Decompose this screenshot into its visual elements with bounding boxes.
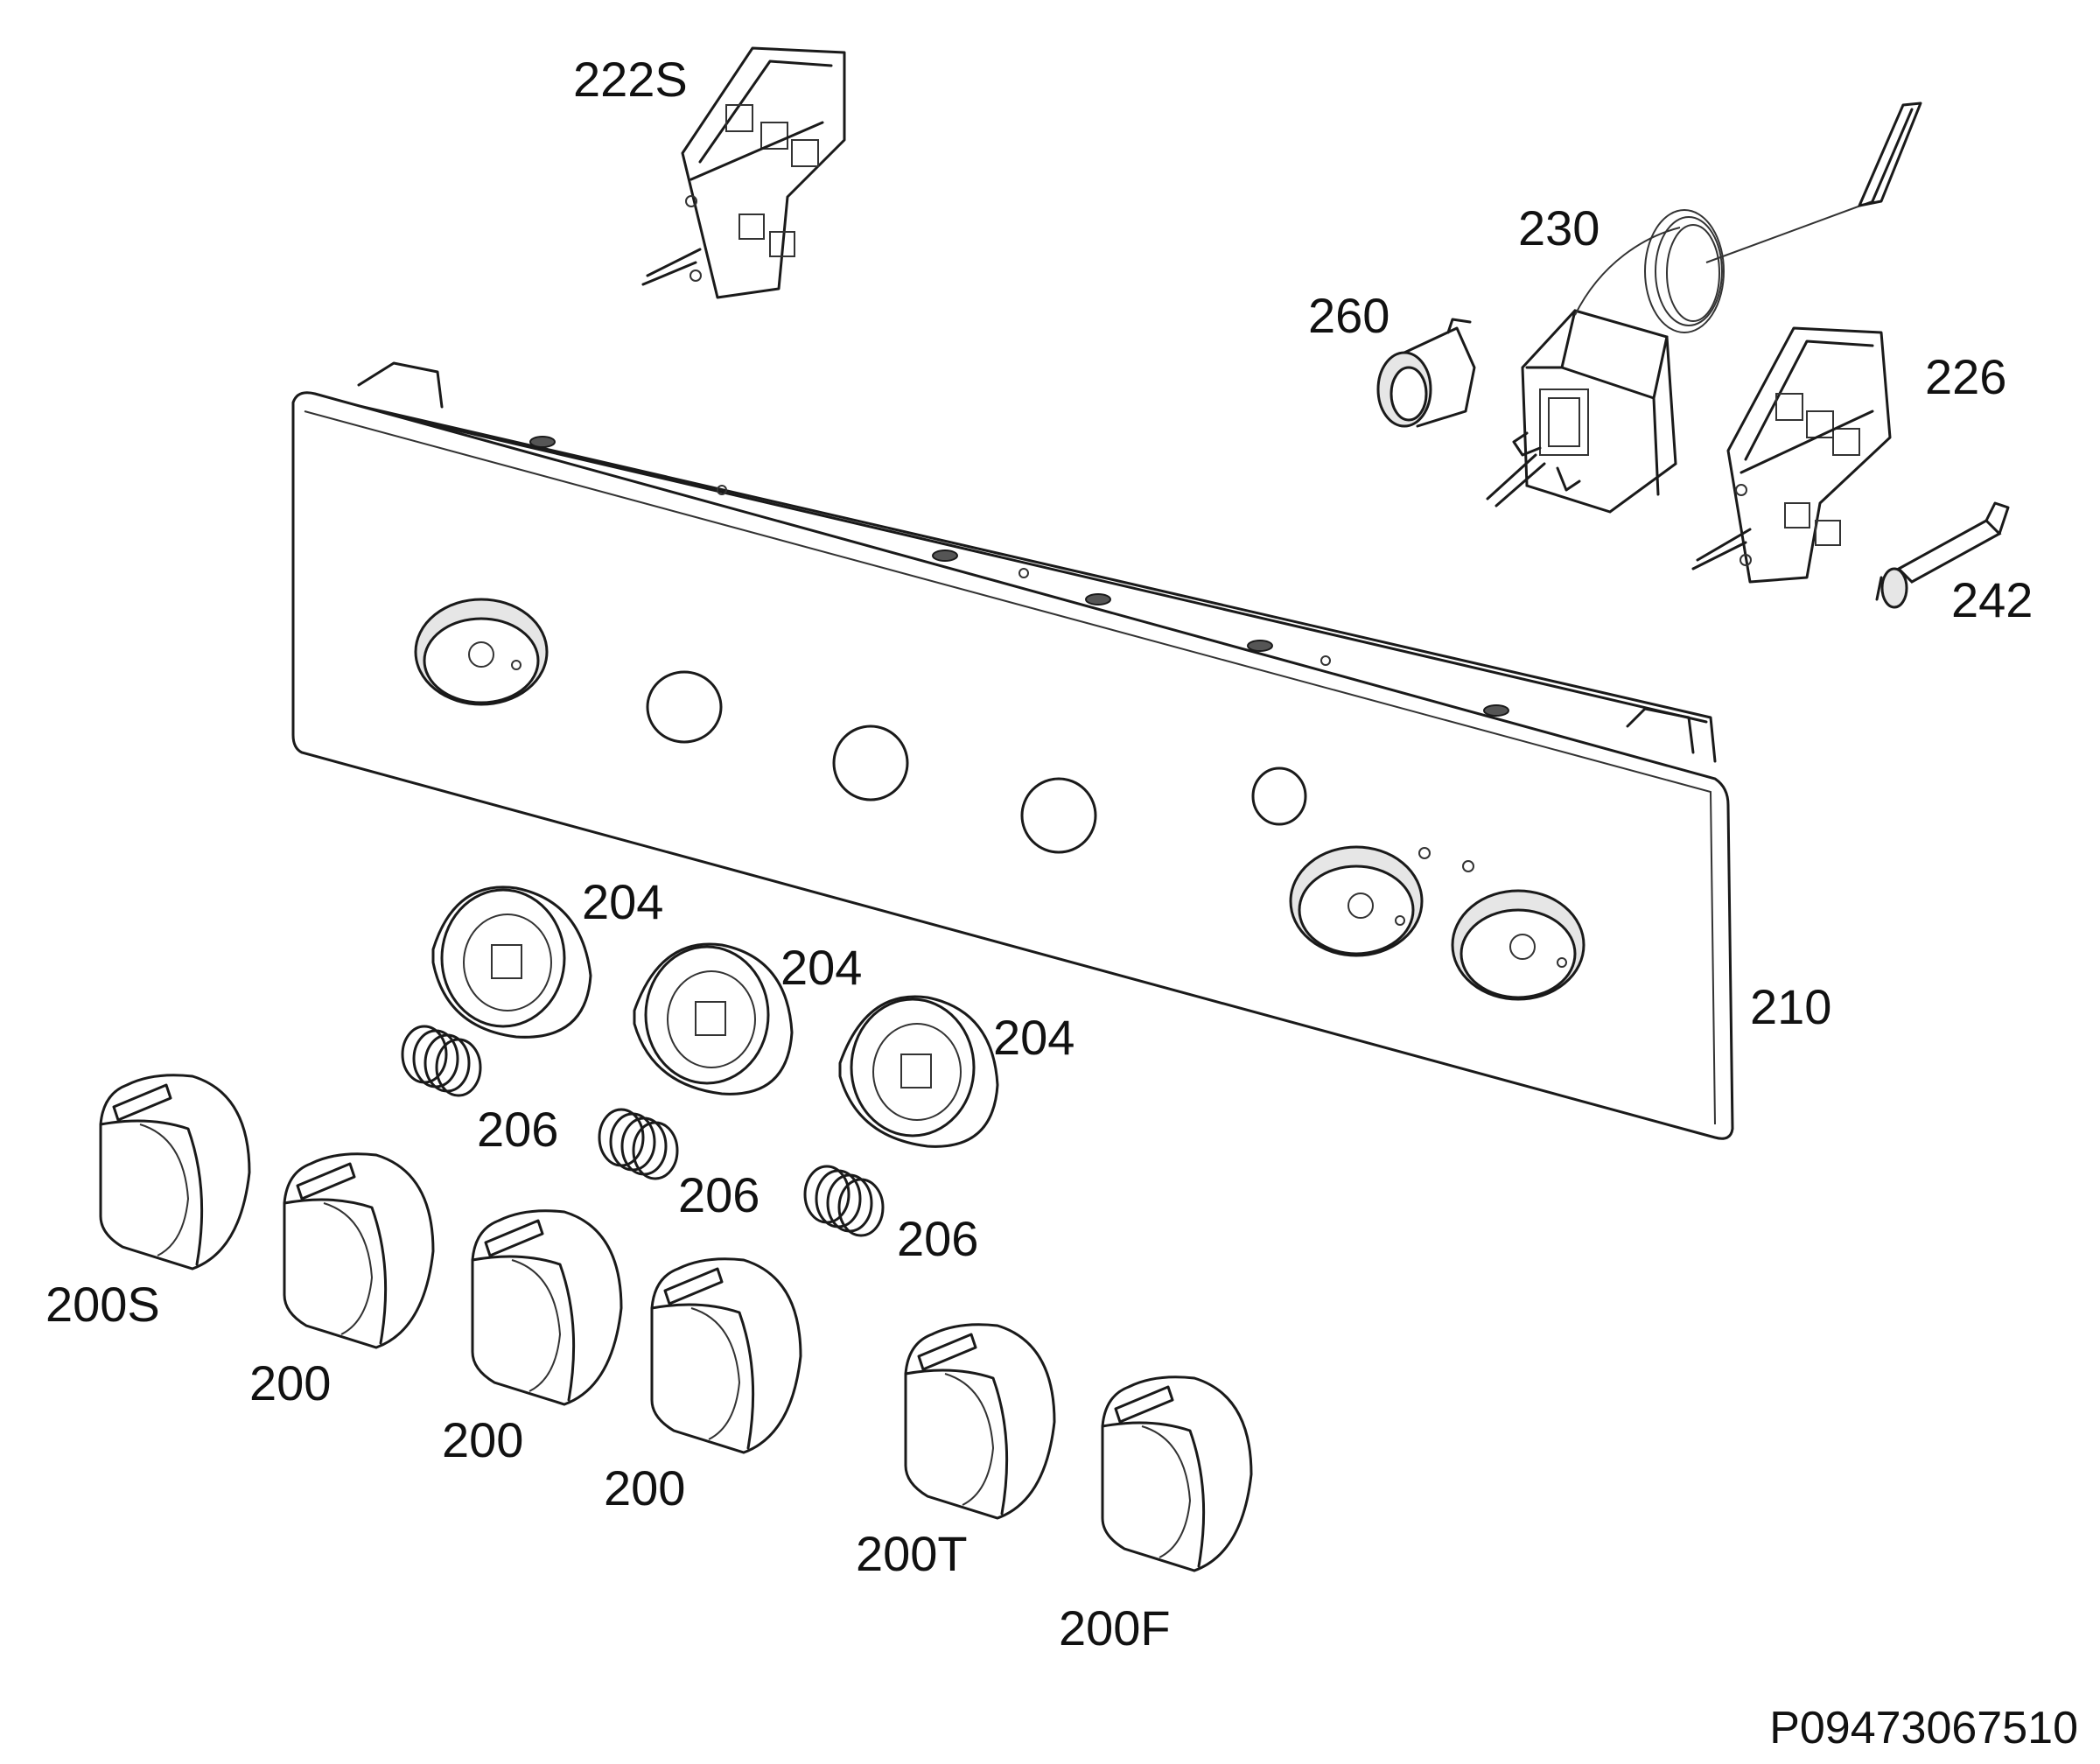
- label-242: 242: [1951, 572, 2033, 627]
- label-200S: 200S: [46, 1277, 160, 1332]
- bezel-204-c: [838, 995, 999, 1148]
- document-id: P09473067510: [1769, 1703, 2078, 1754]
- label-204-a: 204: [582, 874, 663, 929]
- label-210: 210: [1750, 979, 1831, 1034]
- label-206-c: 206: [897, 1211, 978, 1266]
- spring-206-b: [598, 1108, 679, 1180]
- label-200-b: 200: [442, 1412, 523, 1467]
- switch-222S: [641, 46, 846, 299]
- control-panel-210: [291, 361, 1734, 1140]
- label-206-b: 206: [678, 1167, 760, 1222]
- knob-200-b: [471, 1209, 623, 1406]
- knob-200F: [1101, 1376, 1253, 1572]
- label-200-c: 200: [604, 1460, 685, 1516]
- switch-226: [1691, 326, 1892, 584]
- label-222S: 222S: [573, 52, 688, 107]
- label-226: 226: [1925, 349, 2006, 404]
- label-204-c: 204: [993, 1010, 1074, 1065]
- knob-200S: [99, 1074, 251, 1270]
- label-230: 230: [1518, 200, 1600, 256]
- label-260: 260: [1308, 288, 1390, 343]
- label-204-b: 204: [780, 940, 862, 995]
- spring-206-a: [401, 1025, 482, 1097]
- knob-200T: [904, 1323, 1056, 1520]
- label-200-a: 200: [249, 1355, 331, 1410]
- spring-206-c: [803, 1165, 885, 1237]
- label-206-a: 206: [477, 1102, 558, 1157]
- knob-200-a: [283, 1152, 435, 1349]
- label-200T: 200T: [856, 1526, 968, 1581]
- knob-200-c: [650, 1257, 802, 1454]
- bezel-204-b: [633, 942, 794, 1096]
- label-200F: 200F: [1059, 1600, 1171, 1656]
- lamp-260: [1376, 318, 1476, 428]
- part-242: [1875, 501, 2010, 609]
- bezel-204-a: [431, 886, 592, 1039]
- thermostat-230: [1486, 102, 1922, 514]
